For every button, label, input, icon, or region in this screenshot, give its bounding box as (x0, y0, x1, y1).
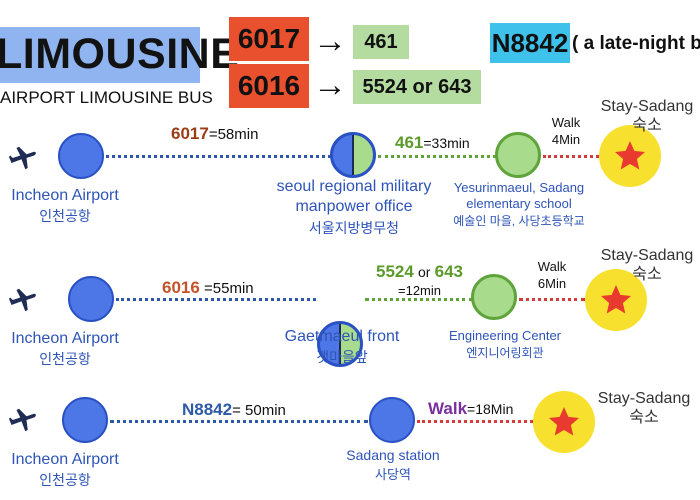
late-night-bus-box: N8842 (490, 23, 570, 63)
bus-number: 643 (434, 262, 463, 281)
destination-name-en: Stay-Sadang (597, 390, 691, 407)
walk-time: 4Min (551, 132, 581, 147)
leg1-label: 6016 =55min (162, 278, 254, 298)
walk-text: Walk (428, 399, 468, 418)
airplane-icon (9, 288, 36, 312)
leg2-label: 5524 or 643 (376, 262, 463, 282)
final-stop-circle (471, 274, 517, 320)
destination-name-en: Stay-Sadang (600, 247, 694, 264)
origin-stop-circle (68, 276, 114, 322)
walk-text: Walk (551, 115, 581, 130)
travel-time: =58min (208, 126, 259, 143)
page-title: LIMOUSINE (0, 30, 240, 78)
walk-label: Walk 4Min (545, 114, 587, 148)
transfer-name-en: Sadang station (346, 447, 440, 463)
transfer-stop-circle (330, 132, 376, 178)
walk-time: 6Min (537, 276, 567, 291)
transfer-bus-461-box: 461 (353, 25, 409, 59)
bus-number: N8842 (182, 400, 233, 419)
walk-line (543, 155, 599, 158)
walk-text: Walk (537, 259, 567, 274)
transfer-name-ko: 사당역 (375, 467, 411, 482)
transfer-name-en-1: seoul regional military (276, 178, 432, 195)
star-icon (615, 141, 645, 170)
late-night-note: ( a late-night bus (572, 33, 700, 54)
or-text: or (418, 264, 431, 280)
transfer-name-ko: 갯마을앞 (316, 349, 368, 365)
route-line (365, 298, 473, 301)
origin-name-ko: 인천공항 (39, 472, 91, 488)
transfer-name-ko: 서울지방병무청 (308, 220, 400, 236)
origin-stop-circle (58, 133, 104, 179)
walk-line (519, 298, 585, 301)
walk-line (417, 420, 533, 423)
arrow-right-icon: → (313, 22, 347, 60)
title-banner (0, 27, 200, 83)
arrow-right-icon: → (313, 66, 347, 104)
transfer-stop-circle (369, 397, 415, 443)
stop-name-en-2: elementary school (466, 196, 572, 211)
travel-time: = 50min (232, 402, 286, 419)
travel-time: =33min (423, 135, 470, 151)
airport-bus-6017-box: 6017 (229, 17, 309, 61)
origin-name-ko: 인천공항 (39, 208, 91, 224)
bus-number: 5524 (376, 262, 414, 281)
transfer-stop-circle (317, 321, 363, 367)
travel-time: =55min (204, 280, 254, 297)
stop-name-ko: 엔지니어링회관 (466, 346, 544, 360)
route-line (110, 420, 368, 423)
route-line (116, 298, 316, 301)
transfer-name-en: Gaetmaeul front (284, 328, 400, 345)
destination-name-ko: 숙소 (632, 266, 662, 283)
walk-time: =18Min (467, 401, 514, 417)
destination-name-en: Stay-Sadang (600, 98, 694, 115)
airport-bus-6016-box: 6016 (229, 64, 309, 108)
star-icon (601, 285, 631, 314)
leg1-label: N8842= 50min (182, 400, 286, 420)
final-stop-circle (495, 132, 541, 178)
airplane-icon (9, 146, 36, 170)
destination-circle (599, 125, 661, 187)
leg1-label: 6017=58min (171, 124, 258, 144)
destination-label: Stay-Sadang 숙소 (588, 389, 700, 427)
origin-name-en: Incheon Airport (11, 187, 119, 204)
travel-time: =12min (398, 283, 441, 298)
leg2-label: 461=33min (395, 133, 470, 153)
origin-name-en: Incheon Airport (11, 330, 119, 347)
destination-circle (533, 391, 595, 453)
destination-label: Stay-Sadang 숙소 (592, 246, 700, 284)
page-subtitle: AIRPORT LIMOUSINE BUS (0, 88, 213, 107)
transfer-bus-5524-643-box: 5524 or 643 (353, 70, 481, 104)
stop-name-ko: 예술인 마을, 사당초등학교 (453, 214, 585, 228)
bus-number: 6016 (162, 278, 200, 297)
origin-stop-circle (62, 397, 108, 443)
destination-name-ko: 숙소 (629, 409, 659, 426)
stop-name-en-1: Yesurinmaeul, Sadang (453, 180, 585, 195)
walk-label: Walk=18Min (428, 399, 513, 419)
walk-label: Walk 6Min (531, 258, 573, 292)
destination-label: Stay-Sadang 숙소 (592, 97, 700, 135)
origin-name-en: Incheon Airport (11, 451, 119, 468)
route-line (106, 155, 331, 158)
bus-number: 461 (395, 133, 424, 152)
star-icon (549, 407, 579, 436)
airplane-icon (9, 408, 36, 432)
bus-number: 6017 (171, 124, 209, 143)
stop-name-en: Engineering Center (448, 328, 562, 343)
origin-name-ko: 인천공항 (39, 351, 91, 367)
transfer-name-en-2: manpower office (295, 198, 413, 215)
route-line (378, 155, 496, 158)
destination-name-ko: 숙소 (632, 117, 662, 134)
destination-circle (585, 269, 647, 331)
